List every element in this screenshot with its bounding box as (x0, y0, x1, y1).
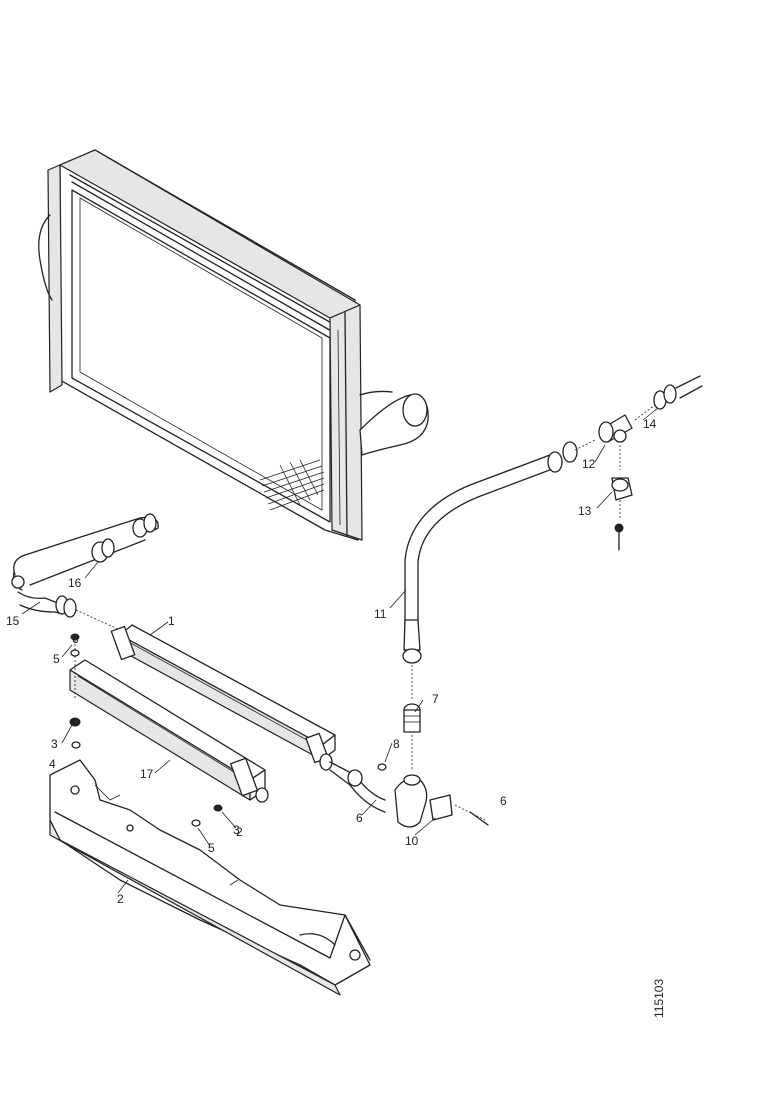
callout-13: 13 (578, 504, 592, 518)
callout-12: 12 (582, 457, 596, 471)
callout-2-cooler: 2 (236, 825, 243, 839)
callout-6-center: 6 (356, 811, 363, 825)
callout-6-top: 6 (72, 632, 79, 646)
callout-17: 17 (140, 767, 154, 781)
mounting-bracket (49, 759, 371, 996)
callout-1: 1 (168, 614, 175, 628)
callout-10: 10 (405, 834, 419, 848)
callout-7: 7 (432, 692, 439, 706)
oil-cooler-17 (69, 659, 269, 803)
callout-numbers: 1 2 2 3 3 4 5 5 6 6 6 7 8 10 11 12 13 14… (6, 417, 657, 906)
callout-16: 16 (68, 576, 82, 590)
pipe-fitting-16 (91, 538, 115, 563)
callout-3-cooler: 3 (233, 823, 240, 837)
radiator-assembly (38, 149, 429, 541)
callout-8: 8 (393, 737, 400, 751)
callout-5-bottom: 5 (208, 841, 215, 855)
pipe-fitting-top (132, 513, 157, 538)
hardware-left (69, 633, 223, 827)
cooler-pipe (11, 513, 159, 631)
callout-11: 11 (374, 607, 387, 621)
callout-14: 14 (643, 417, 657, 431)
callout-3-bracket: 3 (51, 737, 58, 751)
pipe-fitting-15 (55, 595, 77, 618)
callout-2-bracket: 2 (117, 892, 124, 906)
callout-15: 15 (6, 614, 20, 628)
oil-cooler-1 (110, 624, 336, 771)
callout-4: 4 (49, 757, 56, 771)
callout-leaders (21, 407, 659, 894)
figure-reference-number: 115103 (652, 979, 666, 1018)
fittings-right (598, 375, 703, 551)
callout-6-right: 6 (500, 794, 507, 808)
callout-5-top: 5 (53, 652, 60, 666)
fittings-center (329, 665, 489, 828)
hose-11 (402, 439, 596, 664)
